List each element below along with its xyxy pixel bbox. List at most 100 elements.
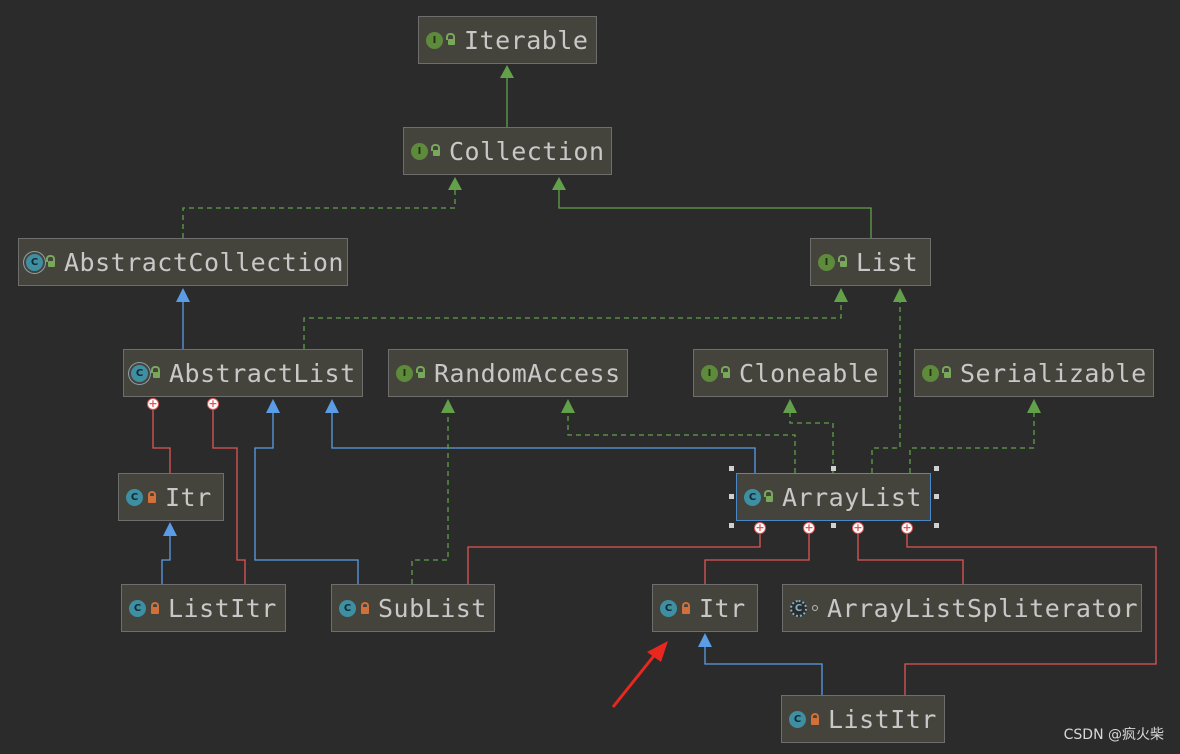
- arrowhead-iterable: [500, 65, 514, 78]
- abstract-class-icon: C: [26, 253, 43, 271]
- node-collection[interactable]: I Collection: [403, 127, 612, 175]
- interface-icon: I: [396, 364, 413, 382]
- private-visibility-icon: [361, 601, 369, 614]
- arrowhead-list-right: [893, 288, 907, 302]
- node-arraylist-itr[interactable]: C Itr: [652, 584, 758, 632]
- edge-abstractcollection-implements-collection: [182, 190, 456, 238]
- public-visibility-icon: [151, 366, 160, 378]
- node-abstractlist-itr[interactable]: C Itr: [118, 473, 224, 521]
- annotation-arrow-line: [611, 651, 659, 708]
- public-visibility-icon: [431, 144, 440, 156]
- private-visibility-icon: [811, 712, 819, 725]
- selection-handle[interactable]: [831, 466, 836, 471]
- inner-class-marker-icon: +: [754, 521, 766, 534]
- node-label: ListItr: [168, 593, 277, 623]
- edge-itr-inner-arraylist: [704, 534, 810, 584]
- node-label: Collection: [449, 136, 605, 166]
- interface-icon: I: [701, 364, 718, 382]
- selection-handle[interactable]: [934, 494, 939, 499]
- selection-handle[interactable]: [934, 523, 939, 528]
- edge-arraylist-implements-cloneable: [789, 413, 834, 473]
- arrowhead-collection-right: [552, 177, 566, 190]
- node-sub-list[interactable]: C SubList: [331, 584, 495, 632]
- node-label: SubList: [378, 593, 487, 623]
- edge-listitr-inner-arraylist: [904, 534, 1157, 695]
- arrowhead-randomaccess-right: [561, 399, 575, 413]
- arrowhead-list-left: [834, 288, 848, 302]
- node-label: ListItr: [828, 704, 937, 734]
- interface-icon: I: [411, 142, 428, 160]
- abstract-class-icon: C: [131, 364, 148, 382]
- selection-handle[interactable]: [934, 466, 939, 471]
- node-label: List: [856, 247, 919, 277]
- edge-list-extends-collection: [558, 190, 872, 238]
- node-list[interactable]: I List: [810, 238, 931, 286]
- public-visibility-icon: [446, 33, 455, 45]
- selection-handle[interactable]: [729, 466, 734, 471]
- arrowhead-cloneable: [783, 399, 797, 413]
- arrowhead-abstractcollection: [176, 288, 190, 302]
- node-label: RandomAccess: [434, 358, 621, 388]
- public-visibility-icon: [838, 255, 847, 267]
- node-arraylist-spliterator[interactable]: C ArrayListSpliterator: [782, 584, 1142, 632]
- inner-class-marker-icon: +: [207, 397, 219, 410]
- inner-class-marker-icon: +: [901, 521, 913, 534]
- interface-icon: I: [426, 31, 443, 49]
- edge-arraylist-implements-list: [871, 302, 901, 473]
- edge-sublist-extends-abstractlist: [254, 413, 359, 584]
- public-visibility-icon: [721, 366, 730, 378]
- node-array-list[interactable]: C ArrayList: [736, 473, 931, 521]
- package-visibility-icon: [812, 605, 818, 611]
- node-random-access[interactable]: I RandomAccess: [388, 349, 628, 397]
- class-icon: C: [339, 599, 356, 617]
- edge-arraylist-implements-serializable: [909, 413, 1035, 473]
- edge-sublist-implements-randomaccess: [411, 413, 449, 584]
- node-label: Itr: [699, 593, 746, 623]
- arrowhead-collection-left: [448, 177, 462, 190]
- arrowhead-randomaccess-left: [441, 399, 455, 413]
- edge-arraylist-implements-randomaccess: [567, 413, 796, 473]
- arrowhead-abstractlist-left: [266, 399, 280, 413]
- edge-itr-inner-abstractlist: [152, 410, 171, 473]
- node-abstractlist-listitr[interactable]: C ListItr: [121, 584, 286, 632]
- edge-listitr-inner-abstractlist: [212, 410, 246, 584]
- node-cloneable[interactable]: I Cloneable: [693, 349, 888, 397]
- inner-class-marker-icon: +: [803, 521, 815, 534]
- node-label: Itr: [165, 482, 212, 512]
- class-icon: C: [129, 599, 146, 617]
- private-visibility-icon: [151, 601, 159, 614]
- node-iterable[interactable]: I Iterable: [418, 16, 597, 64]
- edge-arraylist-listitr-extends-itr: [704, 647, 823, 695]
- node-label: ArrayList: [782, 482, 922, 512]
- private-visibility-icon: [682, 601, 690, 614]
- inner-class-icon: C: [790, 599, 807, 617]
- arrowhead-itr-arraylist: [698, 633, 712, 647]
- interface-icon: I: [818, 253, 835, 271]
- class-icon: C: [660, 599, 677, 617]
- arrowhead-itr-abstract: [163, 522, 177, 536]
- class-icon: C: [744, 488, 761, 506]
- class-icon: C: [126, 488, 143, 506]
- node-arraylist-listitr[interactable]: C ListItr: [781, 695, 945, 743]
- annotation-arrowhead: [647, 641, 668, 662]
- selection-handle[interactable]: [729, 523, 734, 528]
- private-visibility-icon: [148, 490, 156, 503]
- public-visibility-icon: [764, 490, 773, 502]
- node-label: Iterable: [464, 25, 589, 55]
- node-abstract-list[interactable]: C AbstractList: [123, 349, 363, 397]
- edge-sublist-inner-arraylist: [467, 534, 761, 584]
- public-visibility-icon: [942, 366, 951, 378]
- selection-handle[interactable]: [831, 523, 836, 528]
- edge-arraylist-extends-abstractlist: [331, 413, 756, 473]
- edge-listitr-extends-itr: [161, 536, 171, 584]
- interface-icon: I: [922, 364, 939, 382]
- node-abstract-collection[interactable]: C AbstractCollection: [18, 238, 348, 286]
- class-icon: C: [789, 710, 806, 728]
- node-serializable[interactable]: I Serializable: [914, 349, 1154, 397]
- node-label: AbstractCollection: [64, 247, 344, 277]
- arrowhead-serializable: [1027, 399, 1041, 413]
- node-label: Serializable: [960, 358, 1147, 388]
- selection-handle[interactable]: [729, 494, 734, 499]
